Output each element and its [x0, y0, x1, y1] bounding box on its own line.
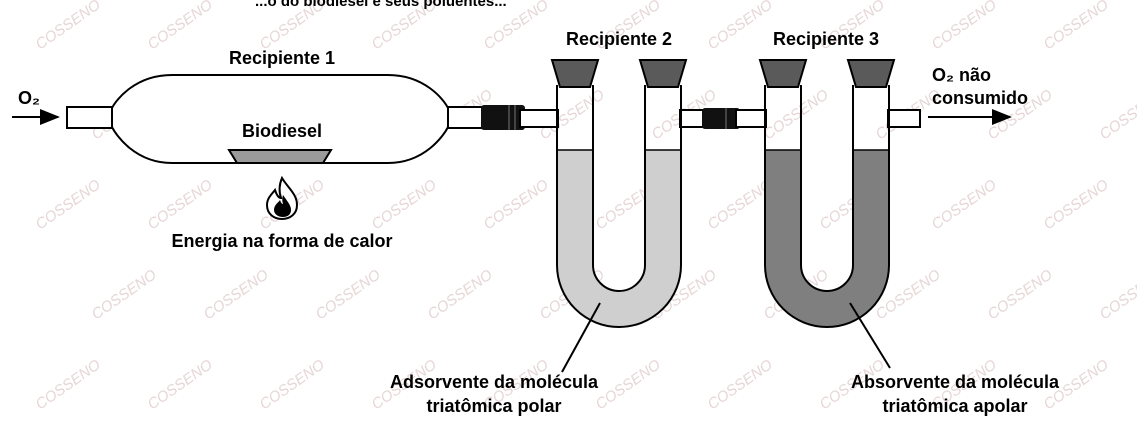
recipiente-1 [66, 74, 484, 164]
o2-inlet-label: O₂ [18, 88, 40, 108]
leader-line-polar [561, 302, 601, 373]
recipiente-1-label: Recipiente 1 [229, 48, 335, 68]
stopper-3-right [846, 59, 896, 88]
watermark-text: COSSENO [369, 176, 440, 233]
recipiente-2-label: Recipiente 2 [566, 29, 672, 49]
polar-adsorbent-fill [557, 150, 681, 327]
watermark-text: COSSENO [145, 176, 216, 233]
stopper-2-left [550, 59, 600, 88]
absorvente-label-line2: triatômica apolar [882, 396, 1027, 416]
watermark-text: COSSENO [201, 266, 272, 323]
watermark-text: COSSENO [33, 176, 104, 233]
watermark-text: COSSENO [761, 86, 832, 143]
watermark-text: COSSENO [145, 356, 216, 413]
recipiente-3-label: Recipiente 3 [773, 29, 879, 49]
connector-2-3 [702, 108, 740, 129]
watermark-text: COSSENO [33, 356, 104, 413]
watermark-text: COSSENO [705, 0, 776, 53]
watermark-text: COSSENO [985, 266, 1056, 323]
biodiesel-dish [227, 149, 333, 164]
connector-1-2 [481, 105, 525, 130]
adsorvente-label-line1: Adsorvente da molécula [390, 372, 599, 392]
watermark-text: COSSENO [1097, 86, 1137, 143]
watermark-text: COSSENO [705, 356, 776, 413]
o2-outlet-label-line2: consumido [932, 88, 1028, 108]
header-text: ...o do biodiesel e seus poluentes... [255, 0, 507, 10]
watermark-text: COSSENO [1097, 266, 1137, 323]
energia-label: Energia na forma de calor [171, 231, 392, 251]
watermark-text: COSSENO [929, 0, 1000, 53]
recipiente-1-vessel [111, 74, 449, 164]
stopper-3-left [758, 59, 808, 88]
absorvente-label-line1: Absorvente da molécula [851, 372, 1060, 392]
adsorvente-label-line2: triatômica polar [426, 396, 561, 416]
watermark-text: COSSENO [145, 0, 216, 53]
watermark-text: COSSENO [313, 266, 384, 323]
watermark-text: COSSENO [481, 176, 552, 233]
watermark-text: COSSENO [1041, 176, 1112, 233]
watermark-text: COSSENO [257, 356, 328, 413]
stopper-2-right [638, 59, 688, 88]
leader-line-apolar [849, 302, 891, 369]
watermark-text: COSSENO [33, 0, 104, 53]
watermark-text: COSSENO [929, 176, 1000, 233]
u-tube-2 [556, 85, 682, 328]
fire-icon [265, 175, 299, 221]
watermark-text: COSSENO [593, 356, 664, 413]
apolar-absorbent-fill [765, 150, 889, 327]
watermark-text: COSSENO [425, 266, 496, 323]
o2-outlet-label-line1: O₂ não [932, 65, 991, 85]
recipiente-2 [519, 59, 707, 328]
recipiente-3 [735, 59, 921, 328]
biodiesel-label: Biodiesel [242, 121, 322, 141]
watermark-text: COSSENO [1041, 0, 1112, 53]
u-tube-3 [764, 85, 890, 328]
watermark-text: COSSENO [89, 266, 160, 323]
